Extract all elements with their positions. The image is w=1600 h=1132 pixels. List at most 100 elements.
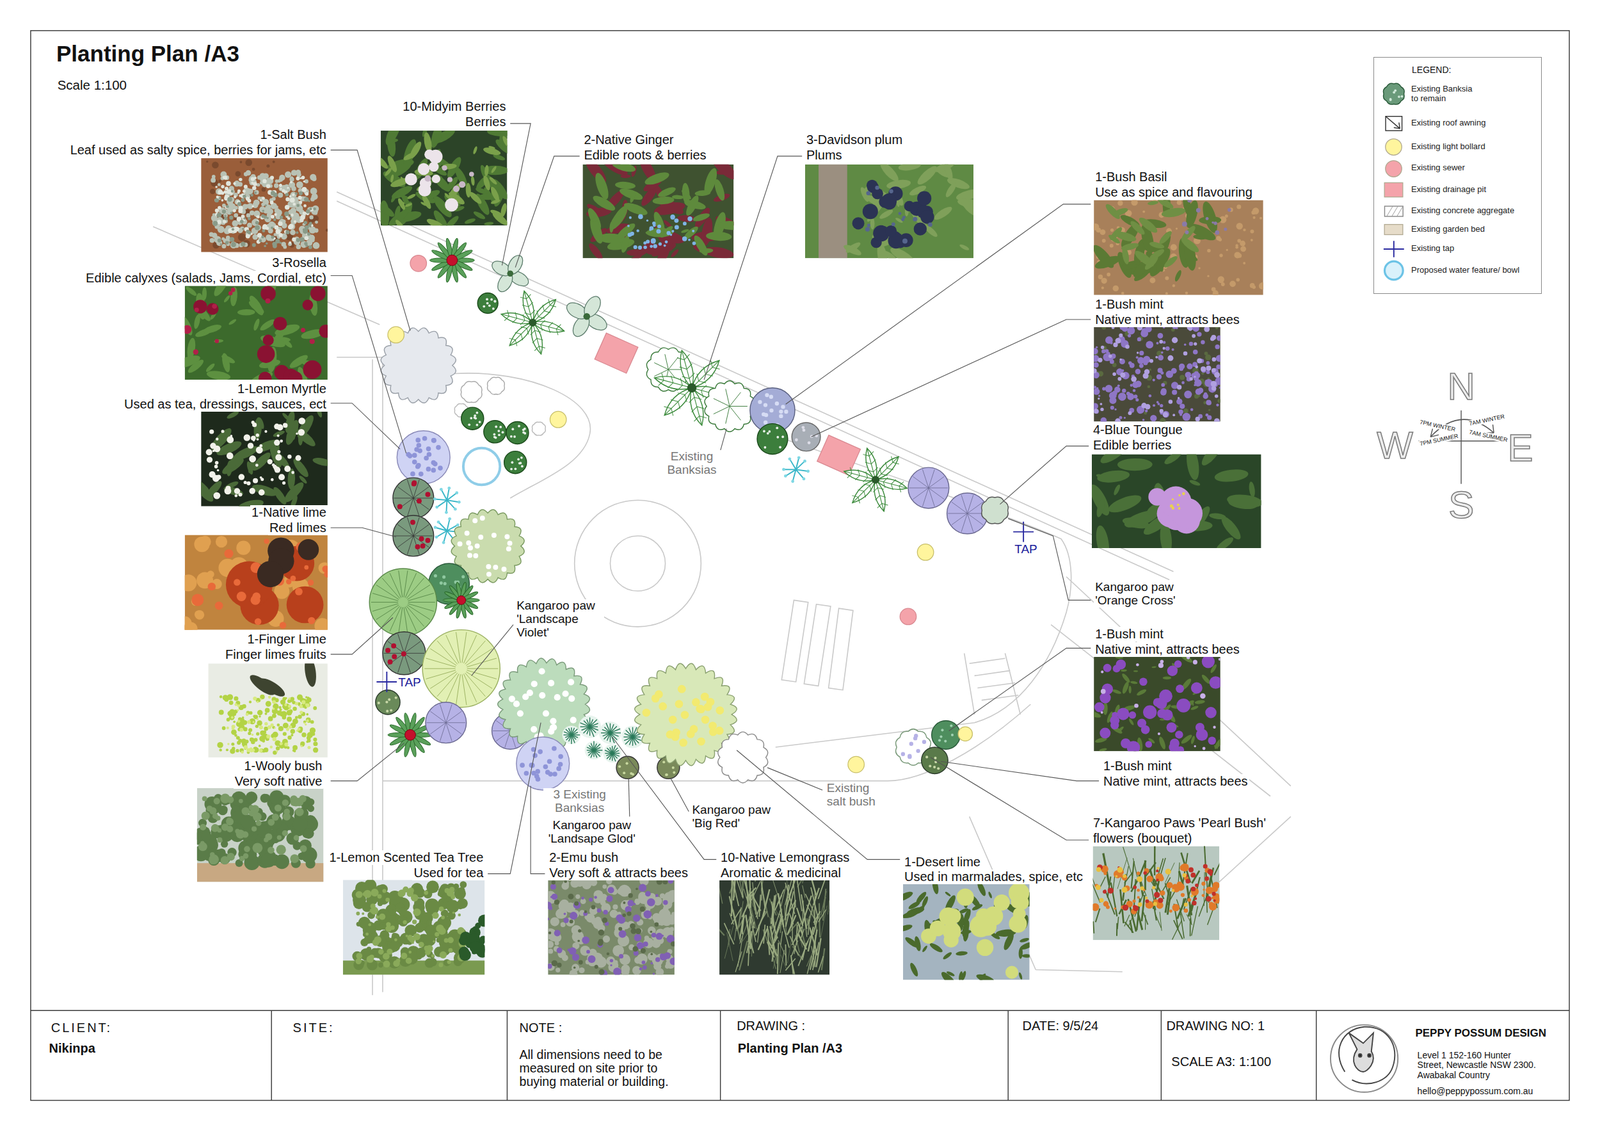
plant-photo [1178, 494, 1181, 497]
plant-photo [252, 478, 258, 484]
plant-photo [250, 749, 253, 752]
plant-photo [184, 574, 198, 591]
plant-photo [211, 823, 219, 832]
plant-photo [389, 193, 398, 203]
plant-photo [312, 241, 320, 249]
plant-photo [658, 241, 662, 246]
plant-photo [289, 197, 296, 203]
plant-photo [1193, 384, 1196, 386]
plant-photo [1093, 656, 1221, 751]
plant-photo [191, 593, 204, 607]
plant-photo [223, 190, 227, 194]
plant-photo [295, 587, 303, 596]
plant-photo [230, 211, 233, 214]
plant-photo [243, 172, 249, 177]
plant-photo [312, 705, 317, 710]
plant-photo [202, 795, 208, 801]
plant-photo [245, 159, 253, 167]
plant-photo [1139, 363, 1144, 368]
plant-photo [1157, 354, 1164, 361]
plant-photo [1221, 282, 1225, 287]
plant-photo [1249, 229, 1254, 233]
plant-photo [286, 186, 289, 189]
plant-photo [1101, 348, 1106, 353]
plant-photo [288, 241, 292, 244]
plant-photo [615, 181, 637, 191]
plant-photo [296, 176, 300, 180]
plant-photo [1118, 333, 1123, 338]
plant-photo [271, 235, 275, 239]
plant-photo [270, 200, 274, 205]
plant-photo [229, 748, 235, 754]
plant-photo [289, 853, 299, 863]
plant-photo [260, 477, 264, 481]
plant-photo [281, 189, 285, 193]
plant-photo [1205, 216, 1209, 221]
plant-photo [224, 216, 228, 220]
sheet-frame [1008, 1009, 1009, 1100]
plant-photo [302, 360, 322, 379]
plant-photo [1119, 358, 1122, 361]
site-linework [454, 373, 591, 498]
plant-photo [1149, 359, 1154, 363]
plant-photo [219, 243, 222, 246]
plant-photo [1148, 394, 1152, 398]
plant-photo [296, 204, 300, 208]
plant-photo [1112, 372, 1117, 377]
plant-photo [472, 145, 479, 155]
plant-photo [206, 302, 219, 315]
plant-photo [652, 195, 675, 205]
plant-photo [279, 621, 287, 629]
plant-photo [238, 177, 242, 182]
plant-photo [1108, 354, 1113, 359]
plant-photo [282, 481, 286, 485]
plant-photo [184, 285, 328, 380]
plant-photo [1115, 337, 1122, 344]
plant-photo [323, 570, 328, 578]
plant-photo [218, 709, 224, 715]
plant-photo [266, 164, 270, 168]
plant-photo [1184, 343, 1186, 346]
plant-photo [1093, 656, 1221, 751]
plant-photo [240, 241, 246, 247]
plant-photo [217, 225, 225, 233]
plant-photo [279, 183, 283, 187]
plant-photo [304, 192, 309, 196]
plant-photo [325, 228, 328, 232]
plant-photo [241, 741, 246, 746]
plant-photo [264, 298, 271, 304]
plant-photo [1112, 285, 1119, 292]
plant-photo [270, 226, 274, 230]
plant-photo [295, 238, 300, 242]
plant-photo [248, 711, 253, 715]
plant-photo [286, 186, 291, 192]
plant-photo [301, 700, 306, 704]
plant-photo [212, 220, 218, 226]
plant-photo [296, 176, 301, 180]
plant-photo [215, 185, 218, 189]
plant-photo [221, 236, 225, 240]
plant-photo [216, 469, 220, 472]
plant-photo [888, 189, 893, 194]
plant-photo [1179, 413, 1183, 416]
plant-photo [915, 164, 940, 188]
plant-photo [265, 700, 272, 707]
plant-photo [1142, 418, 1145, 422]
plant-photo [226, 717, 231, 722]
plant-photo [242, 194, 246, 198]
plant-photo [314, 220, 319, 224]
plant-photo [1173, 269, 1183, 283]
plant-photo [1136, 351, 1140, 354]
plant-photo [1183, 408, 1189, 414]
plant-photo [1135, 398, 1139, 402]
plant-photo [1171, 497, 1203, 529]
plant-photo [235, 748, 239, 752]
plant-photo [305, 703, 308, 706]
plant-photo [1120, 672, 1131, 683]
plant-photo [482, 145, 502, 157]
plant-photo [629, 191, 637, 203]
plant-photo [1216, 335, 1221, 342]
plant-photo [199, 823, 207, 831]
plant-photo [299, 710, 303, 714]
plant-photo [225, 410, 240, 420]
